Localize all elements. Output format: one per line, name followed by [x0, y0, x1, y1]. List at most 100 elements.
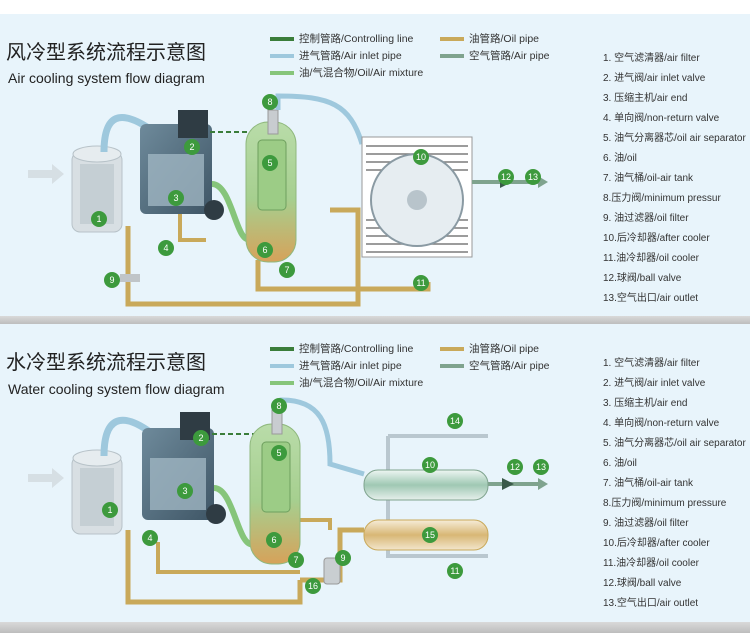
svg-text:1: 1 — [96, 214, 101, 224]
water-title-en: Water cooling system flow diagram — [8, 381, 225, 397]
svg-text:8: 8 — [276, 401, 281, 411]
part-item: 4. 单向阀/non-return valve — [603, 113, 720, 124]
part-item: 6. 油/oil — [603, 458, 637, 469]
cooler-icon — [361, 136, 473, 258]
panel-separator — [0, 316, 750, 324]
badge-2: 2 — [184, 139, 200, 155]
badge-8: 8 — [262, 94, 278, 110]
svg-text:5: 5 — [276, 448, 281, 458]
badge-5: 5 — [271, 445, 287, 461]
part-item: 2. 进气阀/air inlet valve — [603, 73, 706, 84]
after-cooler-icon — [363, 469, 489, 501]
badge-3: 3 — [177, 483, 193, 499]
svg-text:12: 12 — [510, 462, 520, 472]
legend-mixture: 油/气混合物/Oil/Air mixture — [270, 375, 423, 390]
part-item: 10.后冷却器/after cooler — [603, 538, 710, 549]
bottom-separator — [0, 622, 750, 633]
badge-10: 10 — [413, 149, 429, 165]
legend-mixture: 油/气混合物/Oil/Air mixture — [270, 65, 423, 80]
badge-14: 14 — [447, 413, 463, 429]
svg-text:9: 9 — [109, 275, 114, 285]
air-flow-diagram: 1 2 3 4 5 6 7 8 9 10 11 12 13 — [28, 93, 548, 307]
part-item: 6. 油/oil — [603, 153, 637, 164]
svg-text:10: 10 — [416, 152, 426, 162]
svg-text:12: 12 — [501, 172, 511, 182]
legend-oil-pipe: 油管路/Oil pipe — [440, 31, 539, 46]
part-item: 1. 空气滤清器/air filter — [603, 53, 700, 64]
swatch-oil — [440, 36, 464, 41]
water-title-zh: 水冷型系统流程示意图 — [6, 352, 206, 374]
water-flow-diagram: 1 2 3 4 5 6 7 8 9 10 11 12 13 14 15 16 — [28, 397, 549, 605]
swatch-air-inlet — [270, 53, 294, 58]
badge-11: 11 — [447, 563, 463, 579]
svg-text:13: 13 — [536, 462, 546, 472]
ball-valve-icon — [502, 478, 514, 490]
badge-4: 4 — [142, 530, 158, 546]
part-item: 3. 压缩主机/air end — [603, 398, 688, 409]
badge-9: 9 — [335, 550, 351, 566]
part-item: 5. 油气分离器芯/oil air separator — [603, 133, 746, 144]
part-item: 8.压力阀/minimum pressure — [603, 498, 727, 509]
part-item: 10.后冷却器/after cooler — [603, 233, 710, 244]
badge-4: 4 — [158, 240, 174, 256]
badge-9: 9 — [104, 272, 120, 288]
legend-air-inlet: 进气管路/Air inlet pipe — [270, 358, 402, 373]
badge-11: 11 — [413, 275, 429, 291]
part-item: 2. 进气阀/air inlet valve — [603, 378, 706, 389]
svg-text:3: 3 — [182, 486, 187, 496]
badge-12: 12 — [498, 169, 514, 185]
oil-air-tank-icon — [245, 109, 297, 263]
badge-13: 13 — [533, 459, 549, 475]
swatch-air-inlet — [270, 363, 294, 368]
svg-text:16: 16 — [308, 581, 318, 591]
air-title-zh: 风冷型系统流程示意图 — [6, 42, 206, 64]
part-item: 13.空气出口/air outlet — [603, 598, 699, 609]
part-item: 3. 压缩主机/air end — [603, 93, 688, 104]
svg-text:3: 3 — [173, 193, 178, 203]
oil-filter-icon — [323, 557, 341, 585]
badge-8: 8 — [271, 398, 287, 414]
badge-2: 2 — [193, 430, 209, 446]
part-item: 11.油冷却器/oil cooler — [603, 253, 699, 264]
swatch-control — [270, 346, 294, 351]
badge-3: 3 — [168, 190, 184, 206]
part-item: 7. 油气桶/oil-air tank — [603, 478, 694, 489]
svg-text:7: 7 — [284, 265, 289, 275]
badge-13: 13 — [525, 169, 541, 185]
badge-6: 6 — [257, 242, 273, 258]
air-cooling-panel: 风冷型系统流程示意图 Air cooling system flow diagr… — [0, 14, 750, 316]
part-item: 11.油冷却器/oil cooler — [603, 558, 699, 569]
svg-text:6: 6 — [271, 535, 276, 545]
legend-control-line: 控制管路/Controlling line — [270, 341, 413, 356]
air-filter-icon — [71, 145, 123, 233]
swatch-control — [270, 36, 294, 41]
swatch-air-pipe — [440, 53, 464, 58]
svg-text:7: 7 — [293, 555, 298, 565]
badge-1: 1 — [91, 211, 107, 227]
part-item: 4. 单向阀/non-return valve — [603, 418, 720, 429]
svg-text:5: 5 — [267, 158, 272, 168]
part-item: 12.球阀/ball valve — [603, 578, 682, 589]
part-item: 13.空气出口/air outlet — [603, 293, 699, 304]
legend-control-line: 控制管路/Controlling line — [270, 31, 413, 46]
part-item: 9. 油过滤器/oil filter — [603, 518, 689, 529]
svg-text:4: 4 — [147, 533, 152, 543]
badge-10: 10 — [422, 457, 438, 473]
swatch-air-pipe — [440, 363, 464, 368]
badge-7: 7 — [288, 552, 304, 568]
svg-text:14: 14 — [450, 416, 460, 426]
swatch-mixture — [270, 380, 294, 385]
svg-text:13: 13 — [528, 172, 538, 182]
legend-air-pipe: 空气管路/Air pipe — [440, 48, 550, 63]
badge-5: 5 — [262, 155, 278, 171]
svg-text:2: 2 — [189, 142, 194, 152]
legend-air-pipe: 空气管路/Air pipe — [440, 358, 550, 373]
part-item: 1. 空气滤清器/air filter — [603, 358, 700, 369]
part-item: 5. 油气分离器芯/oil air separator — [603, 438, 746, 449]
part-item: 9. 油过滤器/oil filter — [603, 213, 689, 224]
air-end-icon — [142, 412, 226, 524]
legend-air-inlet: 进气管路/Air inlet pipe — [270, 48, 402, 63]
air-badges: 1 2 3 4 5 6 7 8 9 10 11 12 13 — [91, 94, 541, 291]
svg-text:15: 15 — [425, 530, 435, 540]
svg-text:10: 10 — [425, 460, 435, 470]
